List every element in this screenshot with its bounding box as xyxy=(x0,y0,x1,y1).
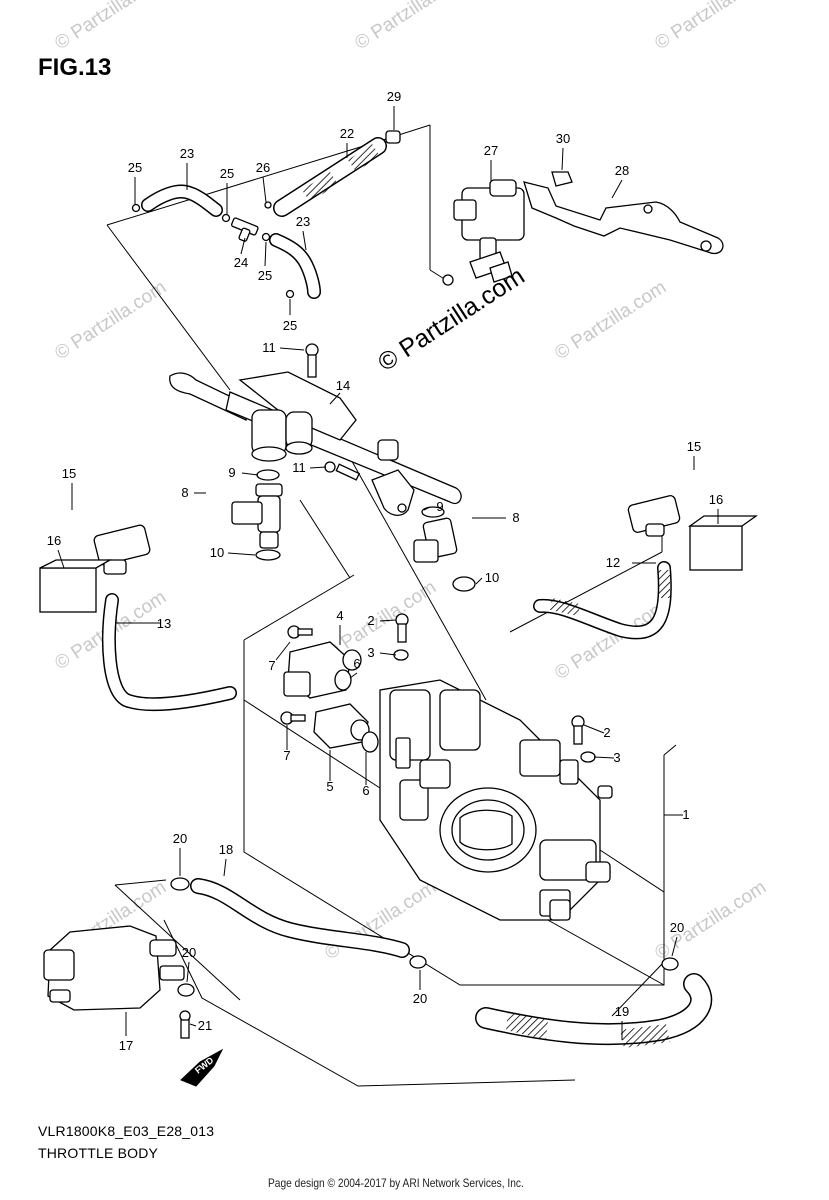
callout-14: 14 xyxy=(336,378,350,393)
callout-7: 7 xyxy=(268,658,275,673)
watermark-faint: © Partzilla.com xyxy=(351,0,470,54)
callout-leader-10 xyxy=(227,552,256,556)
callout-leader-14 xyxy=(329,392,341,405)
callout-23: 23 xyxy=(296,214,310,229)
callout-leader-21 xyxy=(189,1023,197,1027)
callout-7: 7 xyxy=(283,748,290,763)
callout-leader-3 xyxy=(593,756,615,759)
callout-25: 25 xyxy=(283,318,297,333)
callout-3: 3 xyxy=(367,645,374,660)
callout-8: 8 xyxy=(512,510,519,525)
callout-leader-3 xyxy=(379,652,397,656)
callout-30: 30 xyxy=(556,131,570,146)
callout-17: 17 xyxy=(119,1038,133,1053)
callout-leader-2 xyxy=(583,724,605,734)
callout-leader-25 xyxy=(264,241,267,267)
callout-5: 5 xyxy=(326,779,333,794)
callout-leader-9 xyxy=(241,472,259,476)
callout-leader-30 xyxy=(561,147,564,171)
fuel-injectors xyxy=(231,469,476,592)
callout-16: 16 xyxy=(709,492,723,507)
callout-28: 28 xyxy=(615,163,629,178)
callout-leader-28 xyxy=(611,179,623,199)
callout-20: 20 xyxy=(173,831,187,846)
callout-leader-11 xyxy=(279,347,305,351)
callout-2: 2 xyxy=(367,613,374,628)
callout-leader-11 xyxy=(309,466,327,469)
callout-12: 12 xyxy=(606,555,620,570)
watermark-faint: © Partzilla.com xyxy=(51,277,170,364)
callout-3: 3 xyxy=(613,750,620,765)
callout-2: 2 xyxy=(603,725,610,740)
connectors xyxy=(39,495,759,613)
callout-25: 25 xyxy=(258,268,272,283)
callout-24: 24 xyxy=(234,255,248,270)
callout-19: 19 xyxy=(615,1004,629,1019)
callout-8: 8 xyxy=(181,485,188,500)
callout-leaders xyxy=(57,106,719,1040)
callout-26: 26 xyxy=(256,160,270,175)
callout-10: 10 xyxy=(210,545,224,560)
callout-25: 25 xyxy=(128,160,142,175)
forward-direction-arrow: FWD xyxy=(180,1048,224,1087)
callout-leader-26 xyxy=(262,176,267,203)
vacuum-hoses-top xyxy=(131,130,401,299)
callout-23: 23 xyxy=(180,146,194,161)
callout-15: 15 xyxy=(687,439,701,454)
callout-20: 20 xyxy=(413,991,427,1006)
bracket xyxy=(523,171,724,255)
watermark-faint: © Partzilla.com xyxy=(51,0,170,54)
callout-11: 11 xyxy=(262,340,276,355)
hoses-mid xyxy=(102,561,672,712)
callout-leader-18 xyxy=(223,858,227,877)
callout-leader-9 xyxy=(423,506,431,511)
throttle-sensors xyxy=(280,613,596,763)
callout-4: 4 xyxy=(336,608,343,623)
callout-leader-10 xyxy=(475,577,483,585)
callout-1: 1 xyxy=(682,807,689,822)
callout-leader-20 xyxy=(186,961,190,983)
assembly-outline-lines xyxy=(106,124,677,1087)
drawing-name: THROTTLE BODY xyxy=(38,1145,159,1161)
callout-leader-2 xyxy=(379,619,397,622)
callout-9: 9 xyxy=(228,465,235,480)
callout-15: 15 xyxy=(62,466,76,481)
callout-10: 10 xyxy=(485,570,499,585)
callout-6: 6 xyxy=(362,783,369,798)
figure-title: FIG.13 xyxy=(38,54,112,81)
callout-29: 29 xyxy=(387,89,401,104)
callout-22: 22 xyxy=(340,126,354,141)
callout-20: 20 xyxy=(670,920,684,935)
callout-11: 11 xyxy=(292,460,306,475)
throttle-body xyxy=(379,679,613,921)
callout-6: 6 xyxy=(353,656,360,671)
callout-leader-7 xyxy=(275,641,291,661)
callout-18: 18 xyxy=(219,842,233,857)
solenoid-valve xyxy=(442,179,525,286)
callout-25: 25 xyxy=(220,166,234,181)
footer-copyright: Page design © 2004-2017 by ARI Network S… xyxy=(268,1176,524,1190)
callout-21: 21 xyxy=(198,1018,212,1033)
callout-27: 27 xyxy=(484,143,498,158)
watermark-faint: © Partzilla.com xyxy=(651,0,770,54)
callout-leader-6 xyxy=(349,672,358,679)
callout-leader-23 xyxy=(302,230,307,251)
callout-leader-24 xyxy=(240,237,246,255)
hoses-lower xyxy=(190,878,713,1048)
fuel-rail xyxy=(169,343,462,516)
drawing-code: VLR1800K8_E03_E28_013 xyxy=(38,1123,215,1139)
callout-13: 13 xyxy=(157,616,171,631)
callout-9: 9 xyxy=(436,499,443,514)
callout-16: 16 xyxy=(47,533,61,548)
callout-leader-16 xyxy=(57,549,65,569)
idle-air-valve xyxy=(43,877,679,1039)
callout-20: 20 xyxy=(182,945,196,960)
callout-leader-20 xyxy=(671,936,678,957)
watermark-faint: © Partzilla.com xyxy=(551,277,670,364)
